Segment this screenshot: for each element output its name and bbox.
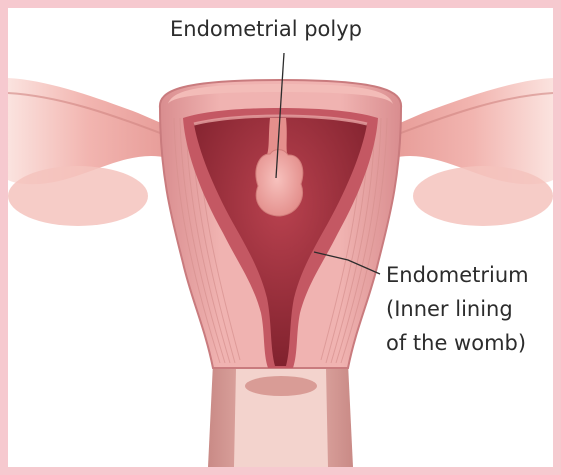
- endometrium-label-line1: Endometrium: [386, 258, 529, 292]
- right-ovary: [413, 166, 553, 226]
- endometrium-label-line3: of the womb): [386, 326, 529, 360]
- endometrium-label: Endometrium (Inner lining of the womb): [386, 258, 529, 360]
- uterus-illustration: [8, 8, 553, 467]
- endometrium-label-line2: (Inner lining: [386, 292, 529, 326]
- left-ovary: [8, 166, 148, 226]
- cervix: [208, 363, 353, 467]
- polyp-label: Endometrial polyp: [170, 16, 362, 42]
- left-fallopian-tube: [8, 78, 168, 226]
- figure-panel: Endometrial polyp Endometrium (Inner lin…: [8, 8, 553, 467]
- right-fallopian-tube: [393, 78, 553, 226]
